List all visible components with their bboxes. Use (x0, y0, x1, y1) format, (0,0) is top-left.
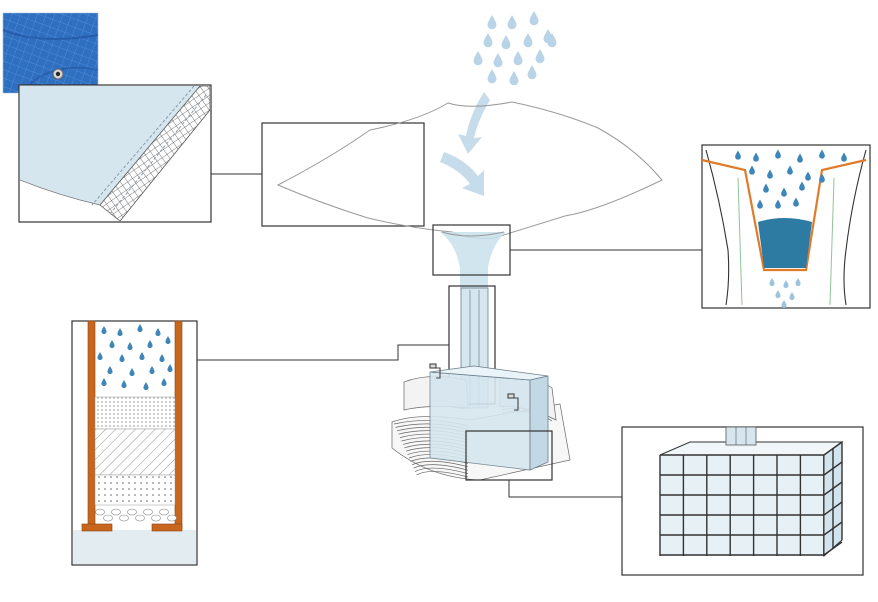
rain-drop (483, 33, 493, 48)
leader-lines (197, 173, 702, 498)
rain-drop (527, 65, 537, 80)
sandbag-line (411, 460, 469, 468)
funnel (440, 231, 506, 290)
gravel-stone (167, 514, 177, 522)
empty-label-box (261, 122, 425, 227)
faucet-icon (429, 363, 441, 379)
leader-tank-detail (508, 480, 622, 498)
rain-drop (523, 33, 533, 48)
tarp-membrane (276, 101, 663, 239)
rain-drop (529, 11, 539, 26)
storage-tank (429, 365, 549, 471)
gravel-stone (95, 508, 105, 516)
rain-drop (501, 35, 511, 50)
gravel-stone (127, 508, 137, 516)
rain-drops-icon (473, 11, 557, 86)
rain-drop (513, 51, 523, 66)
rain-drop (535, 49, 545, 64)
cage-bar (823, 541, 843, 556)
gravel-stone (135, 514, 145, 522)
sandbag-line (416, 471, 469, 478)
flow-arrow-icon (440, 92, 490, 196)
gravel-stone (119, 514, 129, 522)
gravel-stone (103, 514, 113, 522)
rain-drop (509, 71, 519, 86)
leader-column-detail (197, 344, 449, 361)
sand-filter-column-detail (71, 320, 198, 566)
gravel-stone (111, 508, 121, 516)
sandbag-line (413, 464, 469, 471)
ibc-tank-detail (621, 426, 864, 576)
gravel-stone (151, 514, 161, 522)
tank-callout-box (465, 430, 553, 481)
rain-drop (487, 69, 497, 84)
gravel-stone (143, 508, 153, 516)
faucet-icon (507, 393, 519, 411)
tarp-photo (2, 12, 99, 94)
rain-drop (487, 15, 497, 30)
grommet-icon (52, 68, 64, 80)
tarp-edge-detail (18, 84, 212, 223)
rain-drop (473, 51, 483, 66)
rain-drop (493, 53, 503, 68)
funnel-callout-box (432, 224, 511, 276)
gravel-stone (159, 508, 169, 516)
funnel-filter-detail (701, 144, 871, 309)
rain-drop (507, 15, 517, 30)
sandbag-line (414, 467, 469, 474)
